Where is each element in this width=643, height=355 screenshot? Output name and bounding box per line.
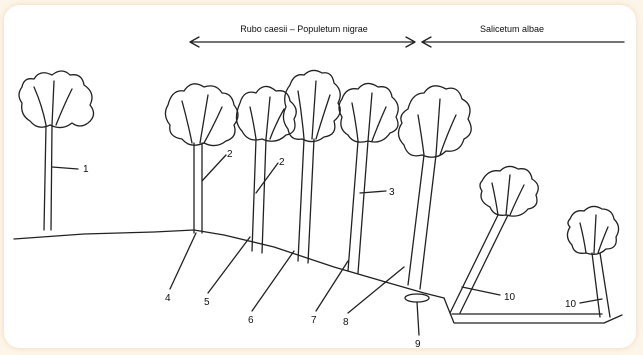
community-label-poplar: Rubo caesii – Populetum nigrae [240,24,368,34]
diagram-frame: Rubo caesii – Populetum nigrae Salicetum… [4,5,636,348]
callout-2a: 2 [227,149,233,160]
leader-lines [52,155,602,335]
community-label-willow: Salicetum albae [480,24,544,34]
callout-9: 9 [415,339,421,348]
callout-7: 7 [311,315,317,326]
callout-6: 6 [248,315,254,326]
river-channel [444,298,622,323]
callout-1: 1 [83,164,89,175]
tree-10a [450,166,538,313]
callout-3: 3 [389,187,395,198]
tree-1 [19,71,94,230]
callout-10a: 10 [504,292,516,303]
callout-4: 4 [165,293,171,304]
callout-2b: 2 [279,157,285,168]
water-body-9 [405,294,429,302]
zone-arrow-willow [422,37,624,47]
callout-10b: 10 [565,299,577,310]
callout-5: 5 [204,297,210,308]
zone-arrow-poplar [190,37,415,47]
tree-8 [398,86,471,289]
tree-3 [339,83,398,273]
callout-8: 8 [343,317,349,328]
tree-2b [236,86,296,253]
riparian-profile-drawing: Rubo caesii – Populetum nigrae Salicetum… [4,5,636,348]
tree-6 [283,70,340,263]
